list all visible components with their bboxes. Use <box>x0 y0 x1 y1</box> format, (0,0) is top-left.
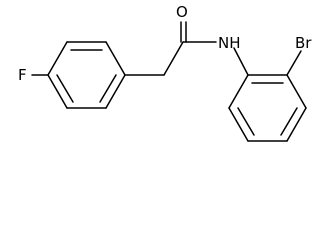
oxygen-label: O <box>176 3 188 21</box>
bond-ring2-2 <box>286 74 307 109</box>
bond-lines <box>31 21 307 142</box>
bond-ring1-6 <box>47 74 68 109</box>
bond-ring1-4 <box>105 74 126 109</box>
bond-ch2-carbonyl <box>163 41 184 76</box>
bond-ring1-inner-double-c <box>56 74 74 103</box>
bond-ring2-3 <box>286 107 307 142</box>
nitrogen-hydrogen-label: NH <box>218 34 241 52</box>
bond-ring1-3 <box>105 41 126 76</box>
bond-ring2-inner-double-c <box>237 107 255 136</box>
bond-ring2-inner-double-b <box>280 107 298 136</box>
bond-ring2-5 <box>228 107 249 142</box>
bond-ring1-1 <box>47 41 68 76</box>
fluorine-label: F <box>18 66 27 84</box>
bond-ring1-inner-double-b <box>99 74 117 103</box>
bond-ring2-6 <box>228 74 249 109</box>
bond-bromine <box>286 50 302 76</box>
bromine-label: Br <box>295 34 312 52</box>
atom-labels: F O NH Br <box>18 3 312 84</box>
bond-nitrogen-ring2 <box>233 47 249 76</box>
chemical-structure: F O NH Br <box>18 3 312 142</box>
